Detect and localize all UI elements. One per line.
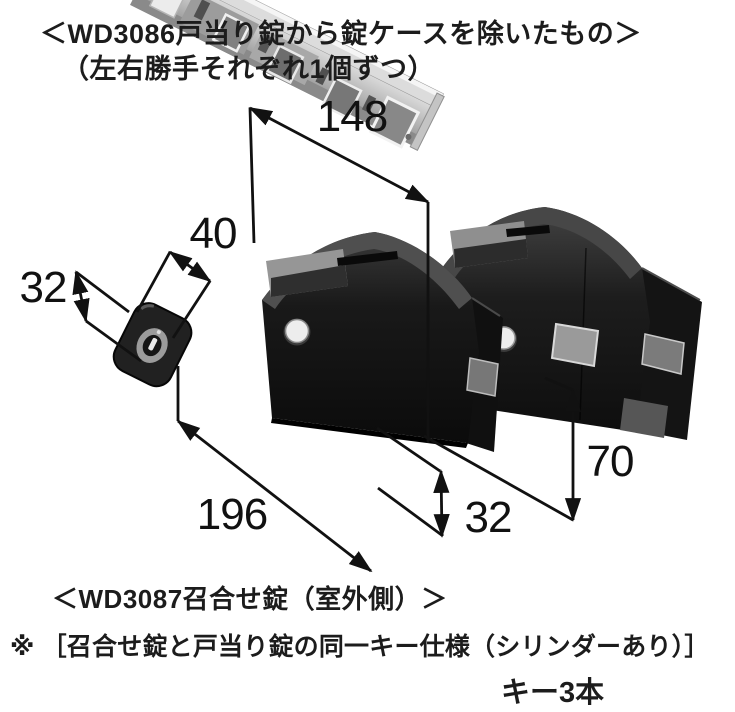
cylinder-rosette — [112, 302, 193, 388]
dimension-32-cylinder — [72, 270, 142, 363]
dimension-value-32-faceplate: 32 — [464, 493, 513, 542]
lock-case-left-slot — [337, 251, 398, 266]
lock-case-right-tab — [641, 333, 685, 375]
caption-wd3087-label: ＜WD3087召合せ錠（室外側）＞ — [52, 584, 448, 614]
dimension-148 — [248, 106, 430, 443]
caption-wd3086-title: ＜WD3086戸当り錠から錠ケースを除いたもの＞ — [40, 19, 642, 49]
caption-wd3086-subtitle: （左右勝手それぞれ1個ずつ） — [62, 54, 436, 84]
dimension-40 — [135, 250, 212, 339]
dimension-value-196: 196 — [196, 490, 268, 539]
lock-case-left-button — [284, 318, 310, 344]
lock-case-right-tab — [550, 322, 600, 368]
lock-case-left-top-surface — [262, 232, 472, 309]
dimension-value-70: 70 — [586, 437, 635, 486]
dimension-32-faceplate — [376, 426, 450, 538]
lock-case-right-slot — [506, 225, 550, 237]
caption-same-key-note: ※ ［召合せ錠と戸当り錠の同一キー仕様（シリンダーあり）］ — [10, 633, 710, 661]
dimension-value-148: 148 — [316, 92, 388, 141]
dimension-value-40: 40 — [189, 209, 238, 258]
hook-bracket — [211, 12, 251, 53]
dimension-70 — [423, 376, 582, 522]
lock-case-left-tab — [466, 357, 499, 397]
latch-block — [148, 0, 193, 19]
dimension-value-32-cylinder: 32 — [19, 263, 68, 312]
hook-bracket — [265, 44, 305, 85]
dimension-196 — [176, 366, 373, 573]
lock-case-right-top-surface — [442, 207, 642, 279]
dimension-lines — [72, 106, 582, 573]
caption-key-count: キー3本 — [501, 677, 605, 709]
